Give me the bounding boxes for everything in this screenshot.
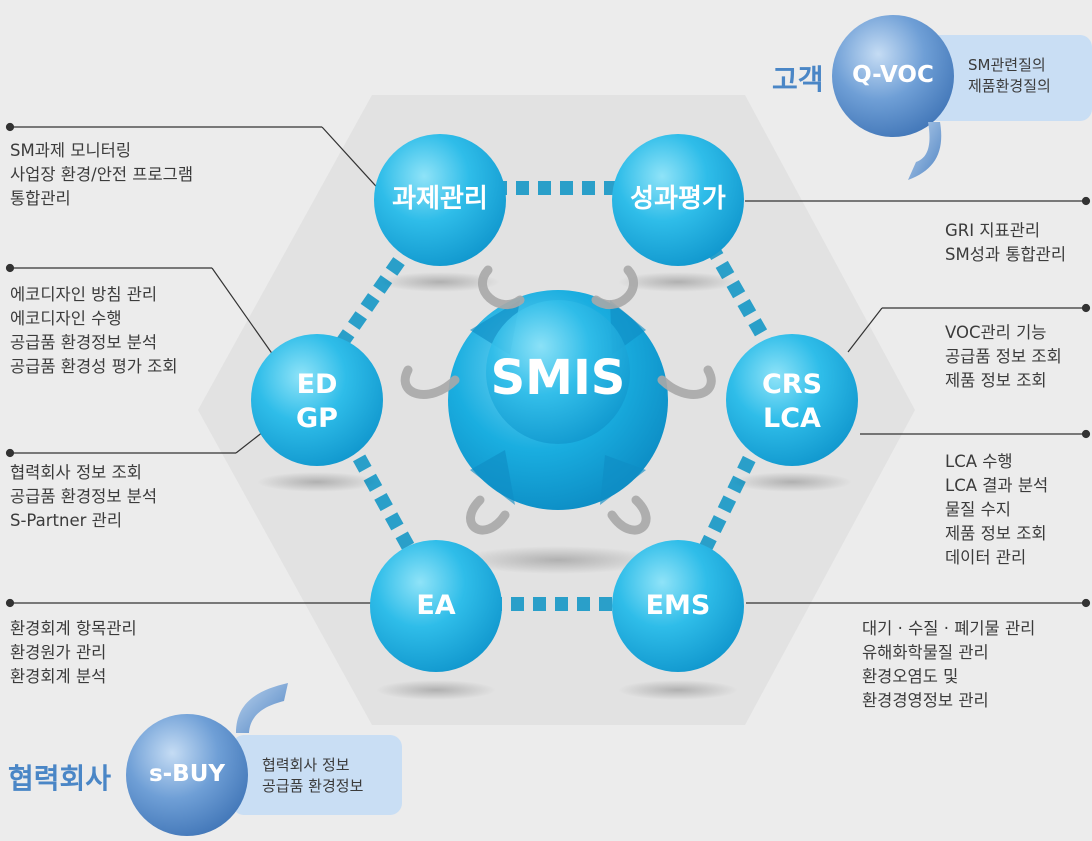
node-edgp-label: ED GP bbox=[251, 368, 383, 436]
desc-crs-line-2: 공급품 정보 조회 bbox=[945, 347, 1062, 366]
node-ems-ball bbox=[612, 540, 744, 672]
desc-ems-line-1: 대기 · 수질 · 폐기물 관리 bbox=[862, 619, 1036, 638]
desc-ems: 대기 · 수질 · 폐기물 관리 유해화학물질 관리 환경오염도 및 환경경영정… bbox=[862, 617, 1035, 713]
qvoc-arrow bbox=[908, 122, 942, 180]
node-ea-label: EA bbox=[416, 590, 456, 621]
connector-ems bbox=[746, 598, 1091, 608]
qvoc-callout-line-2: 제품환경질의 bbox=[968, 77, 1051, 95]
connector-task bbox=[5, 122, 385, 196]
desc-task-line-2: 사업장 환경/안전 프로그램 bbox=[10, 165, 194, 184]
node-edgp-line2: GP bbox=[296, 402, 338, 434]
partner-label: 협력회사 bbox=[8, 762, 112, 795]
desc-perf: GRI 지표관리 SM성과 통합관리 bbox=[945, 219, 1066, 267]
node-task-label: 과제관리 bbox=[392, 184, 488, 214]
connector-ea bbox=[5, 598, 376, 608]
desc-crs: VOC관리 기능 공급품 정보 조회 제품 정보 조회 bbox=[945, 321, 1062, 393]
qvoc-label: Q-VOC bbox=[852, 62, 934, 88]
desc-ed-line-1: 에코디자인 방침 관리 bbox=[10, 285, 158, 304]
desc-perf-line-1: GRI 지표관리 bbox=[945, 221, 1041, 240]
desc-ems-line-2: 유해화학물질 관리 bbox=[862, 643, 989, 662]
node-crslca-line1: CRS bbox=[761, 369, 823, 400]
node-crslca-ball bbox=[726, 334, 858, 466]
desc-task-line-1: SM과제 모니터링 bbox=[10, 141, 132, 160]
qvoc-ball bbox=[832, 15, 954, 137]
desc-ed-line-2: 에코디자인 수행 bbox=[10, 309, 122, 328]
node-ea-ball bbox=[370, 540, 502, 672]
desc-gp-line-1: 협력회사 정보 조회 bbox=[10, 463, 142, 482]
sbuy-callout-line-1: 협력회사 정보 bbox=[262, 756, 350, 774]
desc-lca-line-2: LCA 결과 분석 bbox=[945, 476, 1049, 495]
node-perf-label: 성과평가 bbox=[630, 184, 726, 214]
ball-shadows bbox=[257, 272, 852, 700]
desc-task: SM과제 모니터링 사업장 환경/안전 프로그램 통합관리 bbox=[10, 139, 193, 211]
node-crslca-label: CRS LCA bbox=[726, 368, 858, 436]
qvoc-callout-line-1: SM관련질의 bbox=[968, 56, 1046, 74]
node-edgp-line1: ED bbox=[296, 369, 338, 400]
desc-ea-line-2: 환경원가 관리 bbox=[10, 643, 107, 662]
desc-lca-line-5: 데이터 관리 bbox=[945, 548, 1027, 567]
desc-lca-line-4: 제품 정보 조회 bbox=[945, 524, 1047, 543]
sbuy-callout-line-2: 공급품 환경정보 bbox=[262, 777, 364, 795]
desc-gp-line-2: 공급품 환경정보 분석 bbox=[10, 487, 158, 506]
desc-ed: 에코디자인 방침 관리 에코디자인 수행 공급품 환경정보 분석 공급품 환경성… bbox=[10, 283, 178, 379]
sbuy-label: s-BUY bbox=[148, 761, 226, 787]
node-task-ball bbox=[374, 134, 506, 266]
ribbon-arrows bbox=[400, 265, 716, 535]
sbuy-ball bbox=[126, 714, 248, 836]
connector-crs bbox=[847, 303, 1091, 353]
node-edgp-ball bbox=[251, 334, 383, 466]
center-label: SMIS bbox=[490, 350, 626, 406]
sbuy-arrow bbox=[236, 683, 288, 733]
desc-ems-line-4: 환경경영정보 관리 bbox=[862, 691, 989, 710]
desc-gp: 협력회사 정보 조회 공급품 환경정보 분석 S-Partner 관리 bbox=[10, 461, 157, 533]
desc-crs-line-3: 제품 정보 조회 bbox=[945, 371, 1047, 390]
desc-ea: 환경회계 항목관리 환경원가 관리 환경회계 분석 bbox=[10, 617, 137, 689]
desc-ea-line-1: 환경회계 항목관리 bbox=[10, 619, 137, 638]
node-perf-ball bbox=[612, 134, 744, 266]
desc-lca: LCA 수행 LCA 결과 분석 물질 수지 제품 정보 조회 데이터 관리 bbox=[945, 450, 1048, 570]
desc-ed-line-4: 공급품 환경성 평가 조회 bbox=[10, 357, 178, 376]
sbuy-callout-box bbox=[232, 735, 402, 815]
center-gear bbox=[448, 290, 668, 510]
desc-perf-line-2: SM성과 통합관리 bbox=[945, 245, 1067, 264]
connector-lca bbox=[860, 429, 1091, 439]
customer-label: 고객 bbox=[772, 63, 824, 96]
desc-task-line-3: 통합관리 bbox=[10, 189, 71, 208]
desc-lca-line-1: LCA 수행 bbox=[945, 452, 1013, 471]
desc-gp-line-3: S-Partner 관리 bbox=[10, 511, 122, 530]
desc-crs-line-1: VOC관리 기능 bbox=[945, 323, 1047, 342]
sbuy-callout-text: 협력회사 정보 공급품 환경정보 bbox=[262, 755, 363, 797]
desc-ed-line-3: 공급품 환경정보 분석 bbox=[10, 333, 158, 352]
desc-ea-line-3: 환경회계 분석 bbox=[10, 667, 107, 686]
desc-lca-line-3: 물질 수지 bbox=[945, 500, 1011, 519]
node-ems-label: EMS bbox=[645, 590, 711, 621]
node-crslca-line2: LCA bbox=[763, 402, 821, 434]
connector-perf bbox=[745, 196, 1091, 206]
desc-ems-line-3: 환경오염도 및 bbox=[862, 667, 959, 686]
qvoc-callout-text: SM관련질의 제품환경질의 bbox=[968, 55, 1051, 97]
